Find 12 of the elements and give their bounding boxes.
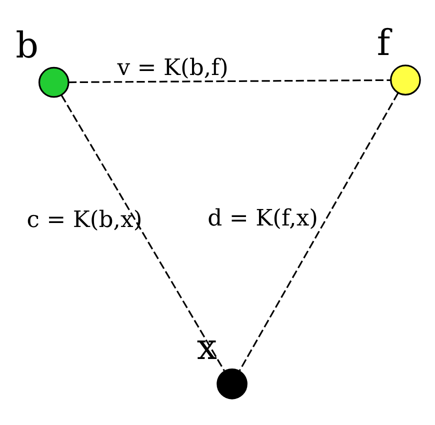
node-circle <box>216 368 248 400</box>
connector <box>238 92 399 371</box>
node-circle <box>390 64 421 96</box>
edge-label: v = K(b,f) <box>117 55 228 82</box>
edge-label: c = K(b,x) <box>26 206 142 233</box>
node-circle <box>38 66 70 98</box>
connector <box>60 94 225 372</box>
node-label: b <box>16 25 39 66</box>
connector <box>68 79 391 84</box>
edge-label: d = K(f,x) <box>208 206 318 232</box>
node-label: f <box>376 23 390 64</box>
node-label: x <box>196 326 217 368</box>
